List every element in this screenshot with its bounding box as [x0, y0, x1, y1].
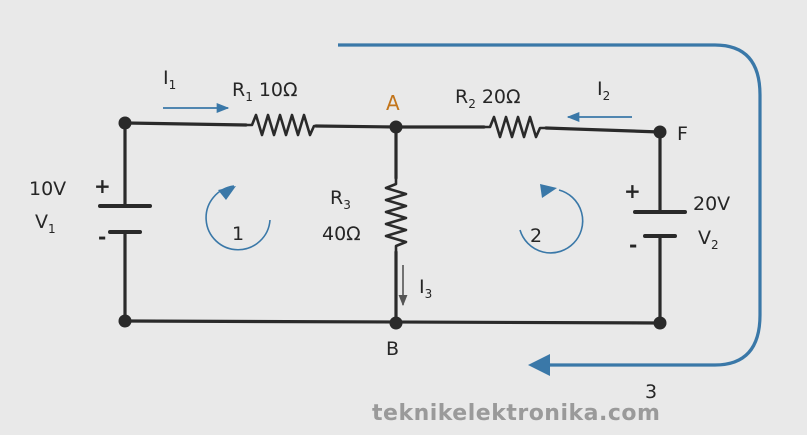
i2-label: I2	[597, 78, 610, 103]
v2-name-label: V2	[698, 227, 719, 252]
r2-resistor	[482, 115, 548, 139]
node-f-dot	[653, 125, 667, 139]
v1-name-label: V1	[35, 211, 56, 236]
node-a-label: A	[386, 91, 400, 115]
i3-label: I3	[419, 276, 432, 301]
v2-minus-sign: -	[629, 233, 637, 257]
v1-minus-sign: -	[98, 225, 106, 249]
node-b-label: B	[386, 338, 399, 360]
wire-r1-a	[314, 124, 398, 129]
node-f-label: F	[677, 123, 688, 145]
loop-2-arc	[519, 189, 584, 254]
node-b-dot	[389, 316, 403, 330]
loop-1-arc	[205, 185, 271, 251]
v2-plus-sign: +	[624, 179, 641, 203]
loop-2-arrowhead	[540, 184, 557, 198]
r3-name-label: R3	[330, 187, 351, 212]
wire-r2-f	[544, 126, 662, 134]
v2-voltage-label: 20V	[693, 193, 730, 215]
wire-top-left	[123, 121, 248, 127]
watermark-text: teknikelektronika.com	[372, 401, 660, 426]
loop-1-label: 1	[232, 223, 244, 245]
r3-resistor	[384, 176, 408, 254]
junction-top-left	[118, 116, 132, 130]
r3-value-label: 40Ω	[322, 223, 361, 245]
loop-1-arrowhead	[218, 186, 236, 200]
loop-3-label: 3	[645, 381, 657, 403]
i1-label: I1	[163, 67, 176, 92]
node-a-dot	[389, 120, 403, 134]
r1-resistor	[244, 113, 318, 137]
junction-bottom-right	[653, 316, 667, 330]
v1-voltage-label: 10V	[29, 178, 66, 200]
junction-bottom-left	[118, 314, 132, 328]
v1-plus-sign: +	[94, 174, 111, 198]
loop-3-arrowhead	[528, 354, 550, 376]
loop-3-path	[338, 43, 762, 367]
loop-2-label: 2	[530, 225, 542, 247]
